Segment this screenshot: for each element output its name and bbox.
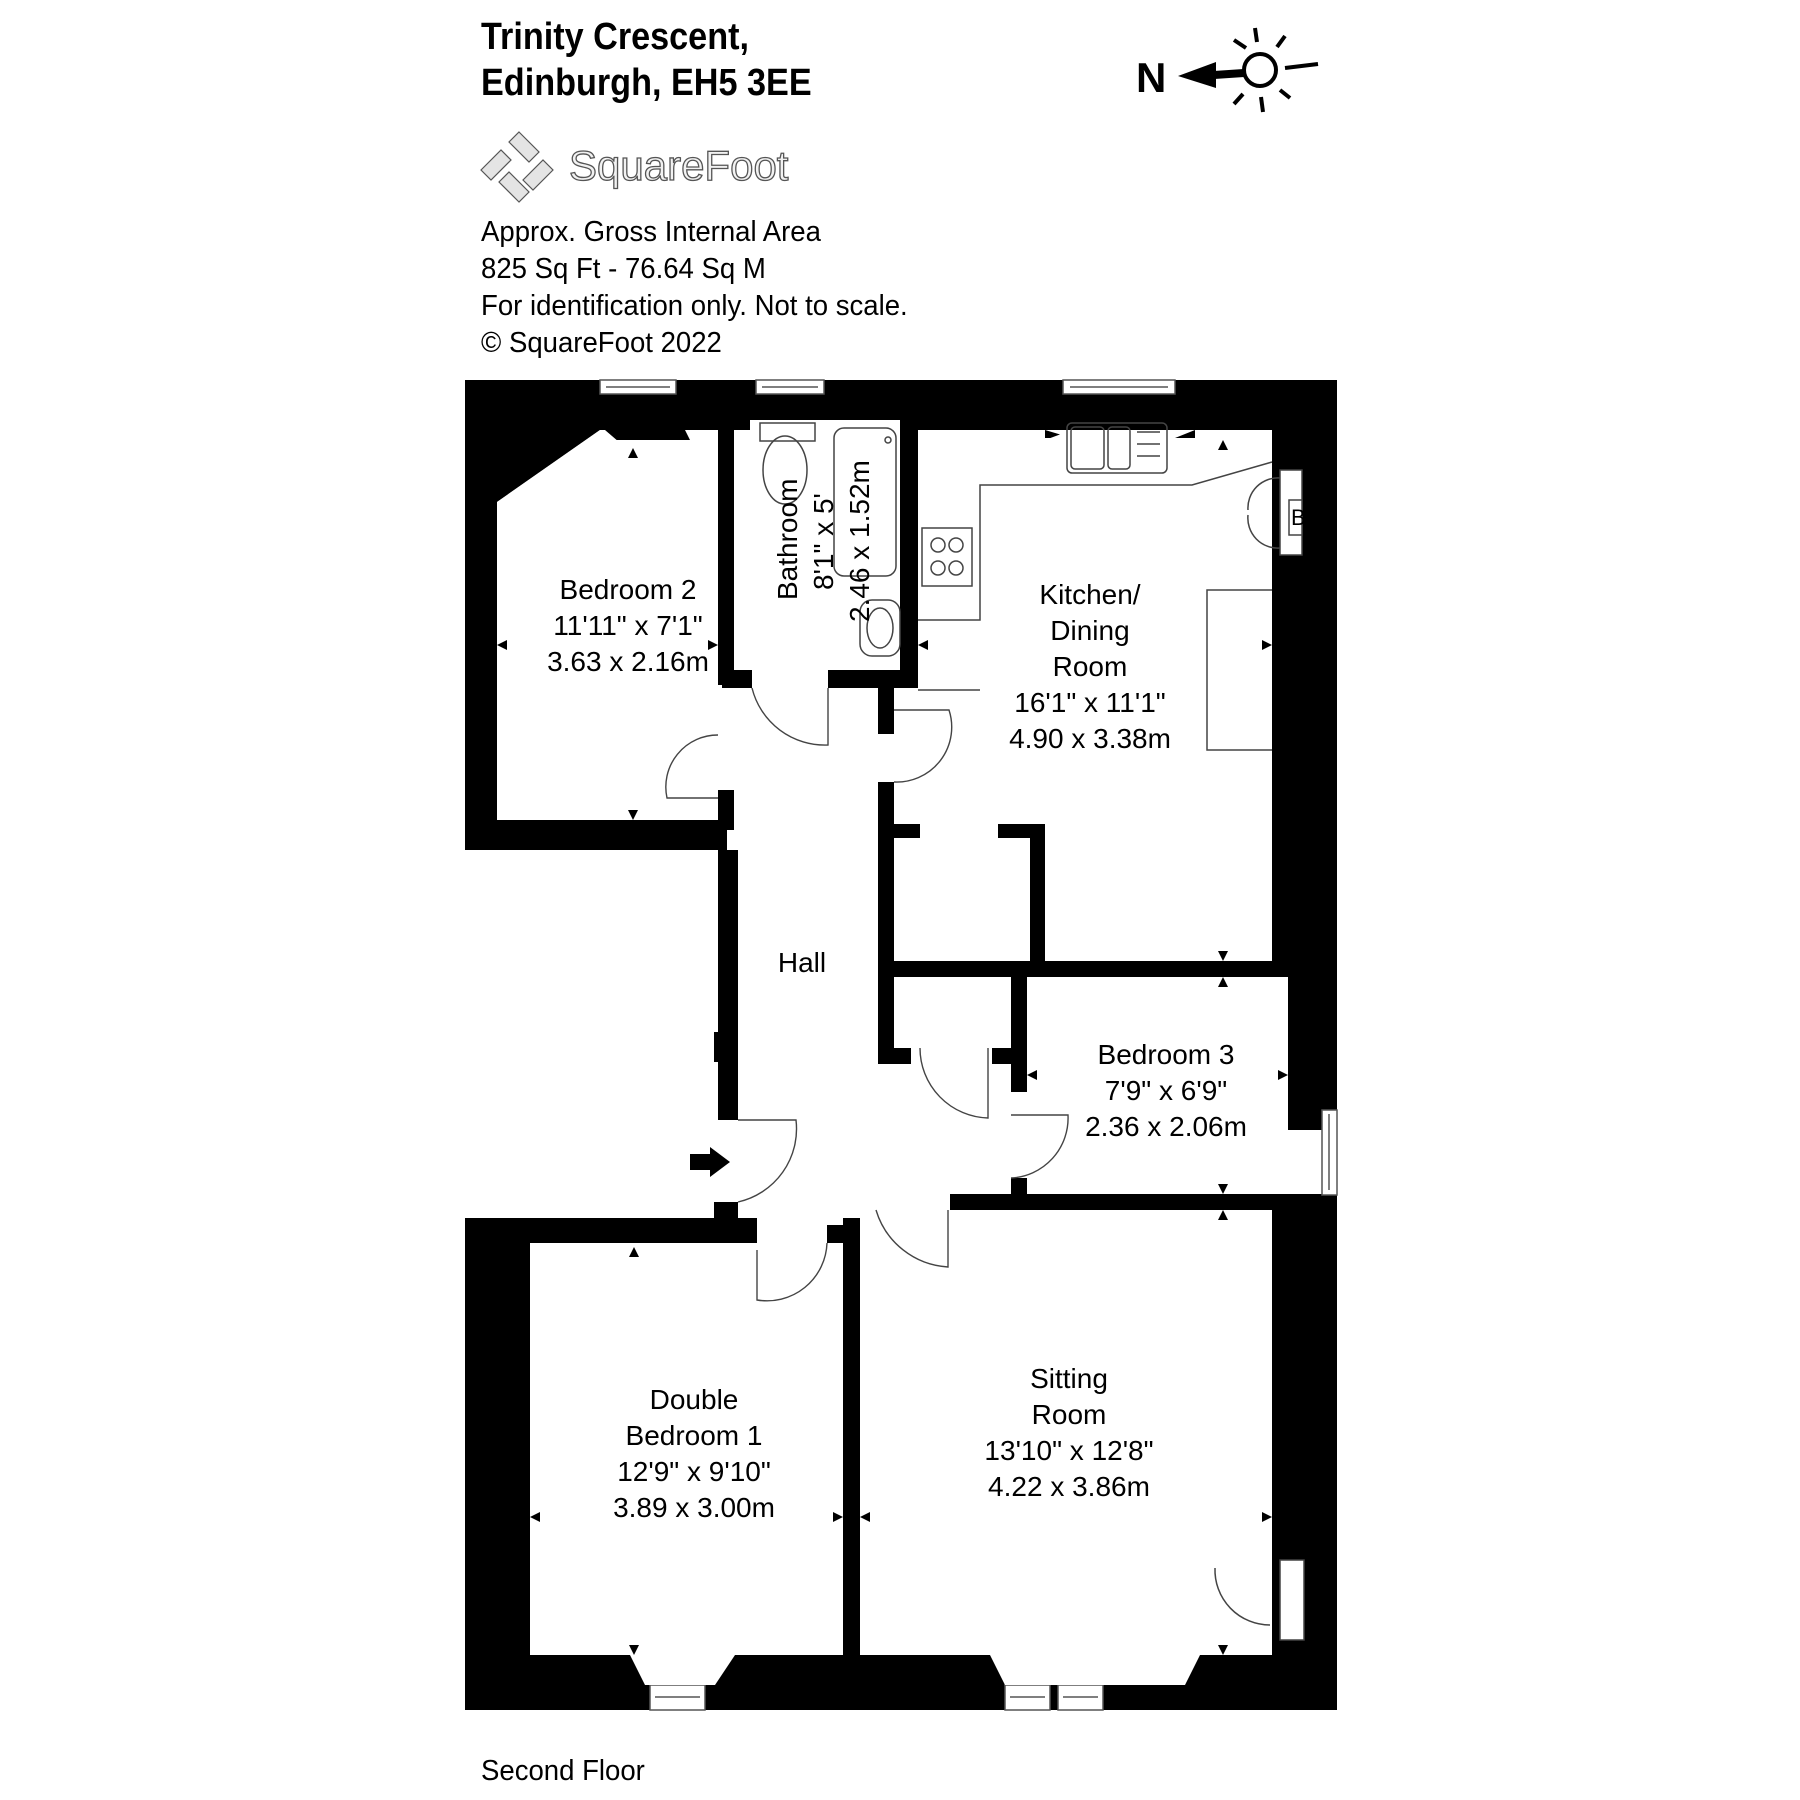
room-imperial: 11'11" x 7'1" xyxy=(553,610,703,641)
bedroom3-floor xyxy=(1027,977,1288,1194)
address-line-1: Trinity Crescent, xyxy=(481,16,749,58)
door-sitting xyxy=(875,1209,949,1268)
room-label-bedroom1: Double Bedroom 1 12'9" x 9'10" 3.89 x 3.… xyxy=(613,1382,775,1526)
cupboard-floor xyxy=(894,977,1011,1048)
room-label-bathroom-name: Bathroom xyxy=(772,478,803,600)
room-label-hall: Hall xyxy=(778,945,826,981)
hob-icon xyxy=(921,527,973,587)
area-heading: Approx. Gross Internal Area xyxy=(481,216,821,248)
room-name-1: Kitchen/ xyxy=(1039,579,1141,610)
room-name-2: Room xyxy=(1031,1399,1107,1430)
room-label-bathroom-metric: 2.46 x 1.52m xyxy=(844,460,875,622)
door-cupboard xyxy=(919,1047,989,1119)
room-metric: 2.36 x 2.06m xyxy=(1085,1111,1247,1142)
door-bedroom2 xyxy=(665,734,719,799)
walls xyxy=(465,380,1337,1710)
bathtub-icon xyxy=(833,427,897,577)
room-name: Hall xyxy=(777,947,827,978)
north-arrow-icon xyxy=(1178,62,1245,88)
bedroom1-floor xyxy=(530,1243,843,1655)
room-label-bedroom2: Bedroom 2 11'11" x 7'1" 3.63 x 2.16m xyxy=(547,572,709,680)
logo-diamond-icon xyxy=(480,131,554,203)
kitchen-floor xyxy=(918,438,1272,961)
door-bedroom3 xyxy=(1010,1114,1069,1179)
boiler-cupboard xyxy=(1247,469,1303,556)
room-imperial: 16'1" x 11'1" xyxy=(1014,687,1166,718)
room-metric: 3.63 x 2.16m xyxy=(547,646,709,677)
room-metric: 3.89 x 3.00m xyxy=(613,1492,775,1523)
room-label-bathroom-imperial: 8'1" x 5' xyxy=(808,493,839,590)
room-metric: 4.22 x 3.86m xyxy=(988,1471,1150,1502)
door-bedroom1 xyxy=(756,1242,828,1302)
north-label: N xyxy=(1136,54,1166,101)
squarefoot-logo: SquareFoot xyxy=(479,130,819,210)
area-info: Approx. Gross Internal Area 825 Sq Ft - … xyxy=(481,214,908,362)
bathroom-floor xyxy=(750,420,900,670)
bedroom2-floor xyxy=(497,430,718,820)
area-value: 825 Sq Ft - 76.64 Sq M xyxy=(481,253,766,285)
basin-icon xyxy=(859,599,901,657)
sitting-cupboard xyxy=(1214,1559,1305,1641)
address-line-2: Edinburgh, EH5 3EE xyxy=(481,62,812,104)
dimension-arrows xyxy=(497,440,1288,1655)
room-name-2: Dining xyxy=(1050,615,1130,646)
room-name: Bedroom 3 xyxy=(1097,1039,1235,1070)
room-imperial: 13'10" x 12'8" xyxy=(984,1435,1154,1466)
toilet-icon xyxy=(759,422,816,505)
copyright: © SquareFoot 2022 xyxy=(481,327,722,359)
disclaimer: For identification only. Not to scale. xyxy=(481,290,908,322)
room-name-1: Sitting xyxy=(1030,1363,1108,1394)
doors xyxy=(665,687,1069,1302)
boiler-label: B xyxy=(1291,505,1306,530)
room-name-1: Double xyxy=(649,1384,739,1415)
kitchen-hall-gap xyxy=(894,710,914,782)
svg-text:SquareFoot: SquareFoot xyxy=(569,142,789,189)
door-kitchen xyxy=(893,709,953,783)
hall-floor xyxy=(738,688,878,1218)
sitting-floor xyxy=(860,1210,1272,1655)
room-label-bedroom3: Bedroom 3 7'9" x 6'9" 2.36 x 2.06m xyxy=(1085,1037,1247,1145)
room-name: Bedroom 2 xyxy=(559,574,697,605)
windows xyxy=(599,379,1338,1711)
room-name-3: Room xyxy=(1052,651,1128,682)
floor-label: Second Floor xyxy=(481,1755,645,1787)
entrance-arrow-icon xyxy=(690,1147,730,1177)
sun-icon xyxy=(1232,27,1319,113)
property-address: Trinity Crescent, Edinburgh, EH5 3EE xyxy=(481,14,812,106)
door-bathroom xyxy=(751,687,829,746)
sink-icon xyxy=(1066,422,1168,474)
room-name-2: Bedroom 1 xyxy=(625,1420,763,1451)
fixtures xyxy=(759,422,1305,1641)
room-imperial: 7'9" x 6'9" xyxy=(1104,1075,1228,1106)
room-label-sitting: Sitting Room 13'10" x 12'8" 4.22 x 3.86m xyxy=(984,1361,1153,1505)
compass: N xyxy=(1130,10,1350,125)
room-imperial: 12'9" x 9'10" xyxy=(617,1456,771,1487)
room-metric: 4.90 x 3.38m xyxy=(1009,723,1171,754)
worktop xyxy=(918,461,1273,751)
room-label-kitchen: Kitchen/ Dining Room 16'1" x 11'1" 4.90 … xyxy=(1009,577,1171,757)
door-entrance xyxy=(737,1119,798,1203)
